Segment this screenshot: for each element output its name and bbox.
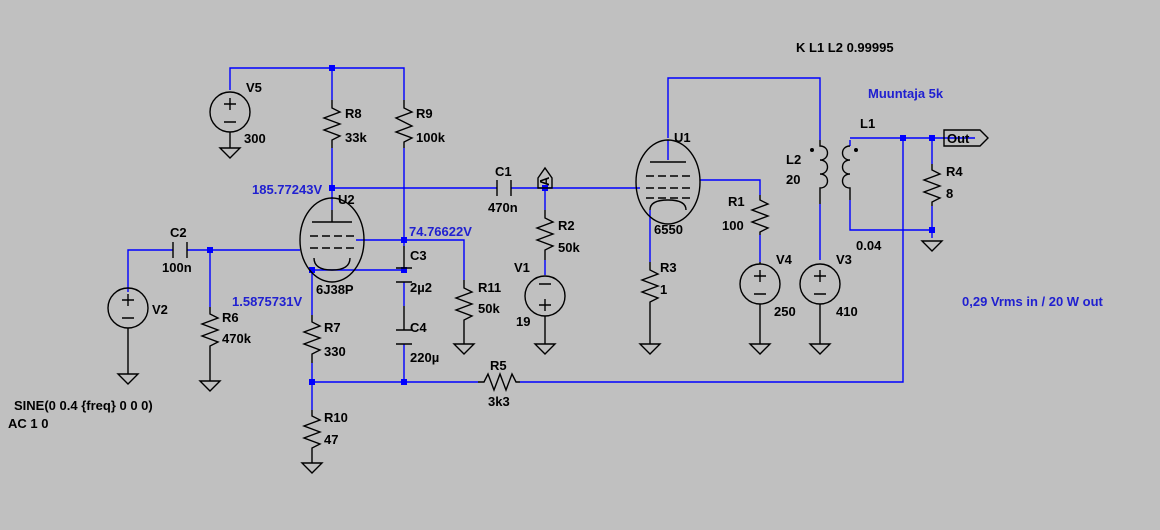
- v5-source[interactable]: [209, 91, 251, 148]
- r2-symbol: [535, 210, 555, 260]
- r9-name: R9: [416, 106, 433, 121]
- c2-symbol: [172, 242, 188, 258]
- l1-name: L1: [860, 116, 875, 131]
- r1-value: 100: [722, 218, 744, 233]
- sine-directive: SINE(0 0.4 {freq} 0 0 0): [14, 398, 153, 413]
- a-label: A: [537, 176, 552, 186]
- r2-value: 50k: [558, 240, 580, 255]
- v3-name: V3: [836, 252, 852, 267]
- out-label: Out: [947, 131, 970, 146]
- labels: K L1 L2 0.99995 Muuntaja 5k 0,29 Vrms in…: [8, 40, 1104, 447]
- voltage-sources[interactable]: [107, 262, 841, 374]
- spec-label: 0,29 Vrms in / 20 W out: [962, 294, 1104, 309]
- r8-value: 33k: [345, 130, 367, 145]
- v2-name: V2: [152, 302, 168, 317]
- c2-name: C2: [170, 225, 187, 240]
- u2-tube[interactable]: [299, 197, 365, 283]
- r5-value: 3k3: [488, 394, 510, 409]
- r7-symbol: [302, 315, 322, 363]
- r5-symbol: [478, 372, 520, 392]
- r10-symbol: [302, 410, 322, 463]
- u2-value: 6J38P: [316, 282, 354, 297]
- v1-name: V1: [514, 260, 530, 275]
- c2-value: 100n: [162, 260, 192, 275]
- v4-name: V4: [776, 252, 793, 267]
- c1-value: 470n: [488, 200, 518, 215]
- v3-source: [799, 263, 841, 344]
- wires: [127, 67, 975, 410]
- r11-name: R11: [478, 280, 501, 295]
- resistors[interactable]: [200, 100, 942, 463]
- r1-name: R1: [728, 194, 745, 209]
- c4-value: 220µ: [410, 350, 439, 365]
- v2-source: [107, 287, 149, 374]
- screen-voltage-u2: 74.76622V: [409, 224, 472, 239]
- r10-value: 47: [324, 432, 338, 447]
- c4-name: C4: [410, 320, 427, 335]
- r4-symbol: [922, 164, 942, 206]
- ground-symbols: [116, 147, 944, 474]
- c3-name: C3: [410, 248, 427, 263]
- transformer-label: Muuntaja 5k: [868, 86, 944, 101]
- r11-value: 50k: [478, 301, 500, 316]
- r1-symbol: [750, 195, 770, 235]
- coupling-directive: K L1 L2 0.99995: [796, 40, 894, 55]
- r3-symbol: [640, 262, 660, 344]
- plate-voltage-u2: 185.77243V: [252, 182, 322, 197]
- r10-name: R10: [324, 410, 348, 425]
- r3-value: 1: [660, 282, 667, 297]
- l2-coil: [819, 140, 829, 204]
- v4-source: [739, 262, 781, 344]
- junction-dots: [207, 65, 935, 385]
- c1-symbol: [496, 180, 512, 196]
- r3-name: R3: [660, 260, 677, 275]
- v4-value: 250: [774, 304, 796, 319]
- r7-name: R7: [324, 320, 341, 335]
- u1-name: U1: [674, 130, 691, 145]
- out-port[interactable]: [943, 129, 989, 147]
- v5-name: V5: [246, 80, 262, 95]
- l2-name: L2: [786, 152, 801, 167]
- capacitors[interactable]: [172, 180, 512, 345]
- r6-symbol: [200, 307, 220, 381]
- u2-name: U2: [338, 192, 355, 207]
- r8-name: R8: [345, 106, 362, 121]
- v3-value: 410: [836, 304, 858, 319]
- l2-value: 20: [786, 172, 800, 187]
- v5-value: 300: [244, 131, 266, 146]
- r8-symbol: [322, 100, 342, 148]
- u1-value: 6550: [654, 222, 683, 237]
- r6-name: R6: [222, 310, 239, 325]
- ac-directive: AC 1 0: [8, 416, 48, 431]
- v1-source: [524, 275, 566, 344]
- net-label-a: [537, 166, 553, 189]
- u1-tube[interactable]: [635, 139, 701, 225]
- transformer-coils[interactable]: [810, 140, 858, 204]
- r7-value: 330: [324, 344, 346, 359]
- r6-value: 470k: [222, 331, 252, 346]
- c1-name: C1: [495, 164, 512, 179]
- v1-value: 19: [516, 314, 530, 329]
- r11-symbol: [454, 280, 474, 344]
- r9-value: 100k: [416, 130, 446, 145]
- r5-name: R5: [490, 358, 507, 373]
- c3-value: 2µ2: [410, 280, 432, 295]
- r9-symbol: [394, 100, 414, 148]
- cathode-voltage-u2: 1.5875731V: [232, 294, 302, 309]
- r4-name: R4: [946, 164, 963, 179]
- r2-name: R2: [558, 218, 575, 233]
- l1-coil: [841, 145, 851, 200]
- r4-value: 8: [946, 186, 953, 201]
- l1-value: 0.04: [856, 238, 882, 253]
